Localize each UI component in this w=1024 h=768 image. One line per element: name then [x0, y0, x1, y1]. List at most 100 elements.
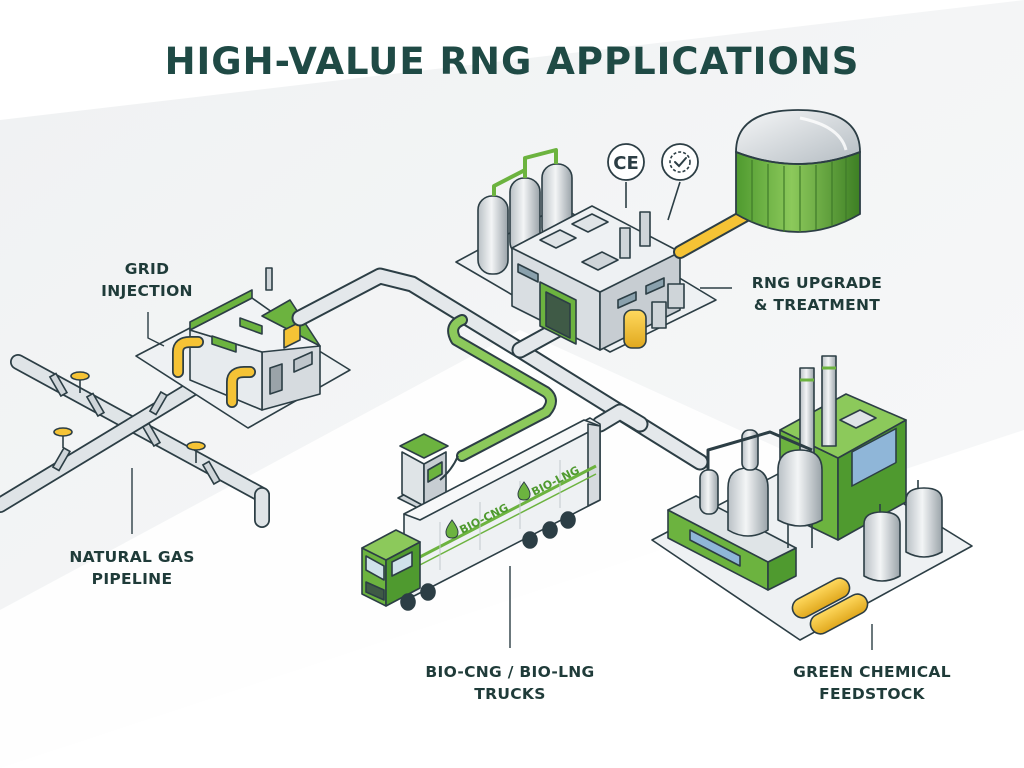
- chemical-reactor: [777, 449, 823, 527]
- chemical-roof-unit: [839, 409, 877, 429]
- dispenser-hose: [439, 455, 459, 481]
- rng-upgrade-plant: [455, 148, 717, 353]
- grid-injection-label-line1: GRID: [124, 260, 170, 278]
- trucks-label-line1: BIO-CNG / BIO-LNG: [425, 663, 595, 681]
- truck-wheel: [522, 531, 538, 549]
- chemical-storage-tank: [905, 487, 943, 558]
- grid-injection-label-line2: INJECTION: [101, 282, 193, 300]
- grid-building-sign: [283, 321, 301, 349]
- truck-wheel: [542, 521, 558, 539]
- valve-wheel-icon: [70, 371, 90, 393]
- pipe-flange: [85, 392, 106, 418]
- chemical-process-pipe: [706, 430, 813, 470]
- grid-building-window: [211, 335, 237, 353]
- upgrade-building-window: [517, 263, 539, 283]
- yellow-horizontal-tank: [791, 577, 851, 619]
- natural-gas-pipeline-label-line2: PIPELINE: [91, 570, 173, 588]
- chemical-low-building-windows: [689, 529, 741, 567]
- trailer-end: [587, 423, 601, 507]
- truck-grille: [365, 581, 385, 601]
- natural-gas-pipeline: [0, 354, 270, 528]
- grid-injection-label: GRID INJECTION: [82, 258, 212, 302]
- grid-building-door: [269, 363, 283, 395]
- pipeline-main-lower-fill: [0, 366, 225, 512]
- check-badge-icon: [661, 143, 699, 181]
- valve-wheel-icon: [53, 427, 73, 448]
- grid-building-roof-trim: [189, 289, 253, 331]
- biogas-tank-rim: [735, 151, 861, 165]
- chemical-storage-tank: [863, 511, 901, 582]
- chemical-reactor: [727, 467, 769, 537]
- leaf-drop-icon: [445, 519, 459, 539]
- upgrade-tank-connector: [523, 148, 558, 178]
- upgrade-building-door: [545, 291, 571, 339]
- biogas-feed-pipe-fill: [675, 209, 753, 257]
- truck-windshield: [365, 555, 385, 581]
- badge-post: [667, 181, 681, 221]
- chemical-label: GREEN CHEMICAL FEEDSTOCK: [772, 661, 972, 705]
- green-fuel-pipe-fill: [449, 316, 555, 460]
- truck-wheel: [560, 511, 576, 529]
- biogas-tank-dome: [735, 109, 861, 165]
- pipe-flange: [201, 460, 222, 486]
- upgrade-building-window: [645, 277, 665, 295]
- background-light-band: [0, 330, 1024, 768]
- pipe-flange: [141, 422, 162, 448]
- chemical-column: [699, 469, 719, 515]
- natural-gas-pipeline-label: NATURAL GAS PIPELINE: [52, 546, 212, 590]
- grid-injection-leader: [147, 312, 165, 347]
- grid-yellow-pipe-right-fill: [227, 367, 255, 407]
- yellow-gas-cylinder: [623, 309, 647, 349]
- ce-mark-text: CE: [613, 153, 639, 174]
- trucks-label: BIO-CNG / BIO-LNG TRUCKS: [405, 661, 615, 705]
- dispenser-screen: [427, 461, 443, 483]
- page-title: HIGH-VALUE RNG APPLICATIONS: [164, 40, 860, 83]
- grid-building-vent: [293, 351, 313, 373]
- biogas-tank-ribs: [751, 158, 847, 232]
- ce-mark-icon: CE: [607, 143, 645, 181]
- dispenser-top: [399, 433, 449, 459]
- trucks-label-line2: TRUCKS: [474, 685, 546, 703]
- green-chemical-plant: [651, 355, 973, 641]
- grid-building-window: [239, 317, 263, 335]
- control-cabinet: [667, 283, 685, 309]
- chemical-building-windows: [851, 427, 897, 487]
- truck-cab-roof: [361, 529, 421, 561]
- grid-yellow-pipe-left-fill: [173, 337, 203, 377]
- roof-stack: [619, 227, 631, 259]
- roof-stack: [639, 211, 651, 247]
- roof-fan-unit: [539, 229, 577, 249]
- biogas-dome-tank-icon: [735, 109, 861, 233]
- pipe-flange: [48, 372, 69, 398]
- bio-cng-truck: [361, 417, 601, 611]
- branch-pipe-to-truck-fill: [593, 405, 647, 431]
- upgrade-building-window: [617, 291, 637, 309]
- roof-box: [581, 251, 619, 271]
- chemical-label-line1: GREEN CHEMICAL: [793, 663, 951, 681]
- chemical-chimney: [821, 355, 837, 447]
- biogas-tank-wall: [735, 151, 861, 233]
- chemical-label-line2: FEEDSTOCK: [819, 685, 925, 703]
- leader-lines: [131, 287, 873, 650]
- natural-gas-pipeline-label-line1: NATURAL GAS: [69, 548, 195, 566]
- rng-upgrade-label: RNG UPGRADE & TREATMENT: [732, 272, 902, 316]
- truck-side-window: [391, 551, 413, 577]
- control-cabinet: [651, 301, 667, 329]
- leaf-drop-icon: [517, 481, 531, 501]
- grid-injection-station: [135, 267, 351, 429]
- trailer-trim: [413, 473, 597, 569]
- valve-wheel-icon: [186, 441, 206, 463]
- rng-upgrade-label-line2: & TREATMENT: [753, 296, 881, 314]
- yellow-horizontal-tank: [809, 593, 869, 635]
- trailer-trim: [413, 464, 597, 562]
- roof-fan-unit: [571, 213, 609, 233]
- truck-wheel: [400, 593, 416, 611]
- distribution-pipe-fill: [293, 269, 707, 469]
- pipe-flange: [51, 446, 72, 472]
- rng-upgrade-label-line1: RNG UPGRADE: [751, 274, 883, 292]
- grid-building-chimney: [265, 267, 273, 291]
- pipe-flange: [148, 390, 169, 416]
- upgrade-tank: [477, 195, 509, 275]
- truck-wheel: [420, 583, 436, 601]
